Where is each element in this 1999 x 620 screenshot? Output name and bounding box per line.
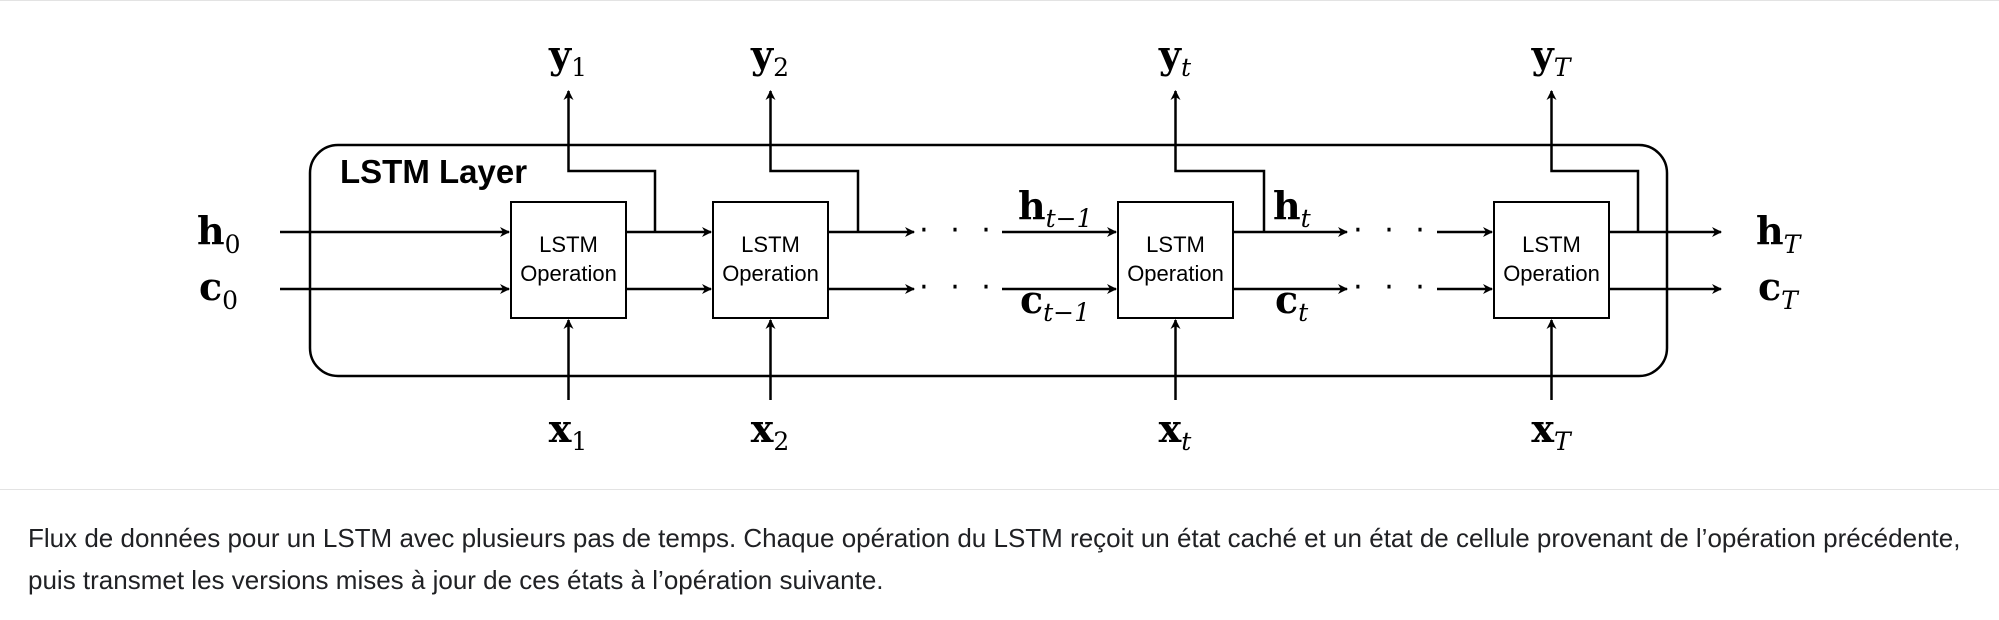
ellipsis-1-cell: · · · [919, 270, 997, 305]
label-c-t: ct [1275, 277, 1309, 327]
figure-caption: Flux de données pour un LSTM avec plusie… [28, 523, 1961, 595]
svg-text:Operation: Operation [722, 261, 819, 286]
svg-text:LSTM: LSTM [1146, 232, 1205, 257]
lstm-layer-box [308, 143, 1669, 378]
label-h0: h0 [197, 208, 241, 259]
label-y1: y1 [548, 32, 587, 82]
diagram-arrows [280, 90, 1722, 400]
label-y2: y2 [750, 32, 789, 82]
ellipsis-2-cell: · · · [1353, 270, 1431, 305]
lstm-cell-t: LSTM Operation [1117, 201, 1234, 319]
caption-divider [0, 489, 1999, 490]
label-c0: c0 [199, 264, 238, 315]
top-divider [0, 0, 1999, 1]
lstm-cell-1: LSTM Operation [510, 201, 627, 319]
label-yT: yT [1531, 32, 1573, 82]
svg-text:LSTM: LSTM [539, 232, 598, 257]
label-x1: x1 [549, 406, 588, 456]
label-h-t: ht [1273, 183, 1312, 233]
lstm-cell-2: LSTM Operation [712, 201, 829, 319]
lstm-diagram: LSTM Layer LSTM Operation LSTM Operation… [197, 32, 1803, 456]
ellipsis-2-hidden: · · · [1353, 213, 1431, 248]
label-yt: yt [1158, 32, 1192, 82]
label-h-prev: ht−1 [1018, 183, 1093, 233]
svg-text:Operation: Operation [1127, 261, 1224, 286]
lstm-layer-title: LSTM Layer [340, 153, 527, 190]
svg-text:Operation: Operation [1503, 261, 1600, 286]
label-xt: xt [1159, 406, 1193, 456]
svg-text:Operation: Operation [520, 261, 617, 286]
svg-text:LSTM: LSTM [1522, 232, 1581, 257]
label-hT: hT [1756, 208, 1803, 259]
label-x2: x2 [751, 406, 790, 456]
ellipsis-1-hidden: · · · [919, 213, 997, 248]
label-cT: cT [1758, 264, 1800, 315]
lstm-cell-T: LSTM Operation [1493, 201, 1610, 319]
svg-text:LSTM: LSTM [741, 232, 800, 257]
label-c-prev: ct−1 [1020, 277, 1090, 327]
label-xT: xT [1531, 406, 1573, 456]
